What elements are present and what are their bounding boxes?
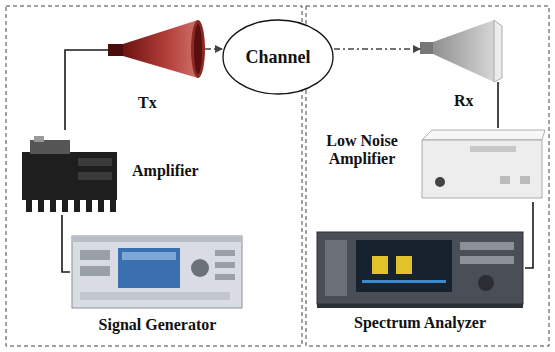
rx-antenna-node: Rx: [420, 18, 502, 82]
device-label: Amplifier: [132, 162, 199, 180]
device-label: Spectrum Analyzer: [315, 314, 525, 332]
lna-node: Low Noise Amplifier: [420, 128, 545, 202]
channel-ellipse: Channel: [222, 19, 334, 95]
tx-antenna-node: Tx: [108, 18, 205, 80]
amplifier-device: [22, 136, 117, 212]
cable-line: [62, 215, 70, 272]
receiver-region: [306, 6, 549, 346]
signal-arrow: [205, 48, 222, 49]
amplifier-node: Amplifier: [14, 130, 125, 215]
signal-generator-node: Signal Generator: [70, 232, 245, 312]
cable-line: [525, 202, 533, 268]
node-label: Channel: [245, 47, 310, 68]
device-label: Low Noise Amplifier: [312, 132, 412, 169]
tx-horn-antenna: [108, 20, 205, 78]
signal-arrow: [334, 48, 420, 49]
lna-device: [422, 130, 545, 198]
device-label: Signal Generator: [70, 316, 245, 334]
rx-horn-antenna: [420, 20, 502, 82]
device-label: Rx: [454, 92, 474, 110]
spectrum-analyzer-device: [317, 232, 523, 308]
cable-line: [497, 82, 499, 128]
signal-generator-device: [72, 236, 242, 308]
device-label: Tx: [138, 94, 157, 112]
cable-line: [65, 50, 108, 130]
spectrum-analyzer-node: Spectrum Analyzer: [315, 228, 525, 308]
